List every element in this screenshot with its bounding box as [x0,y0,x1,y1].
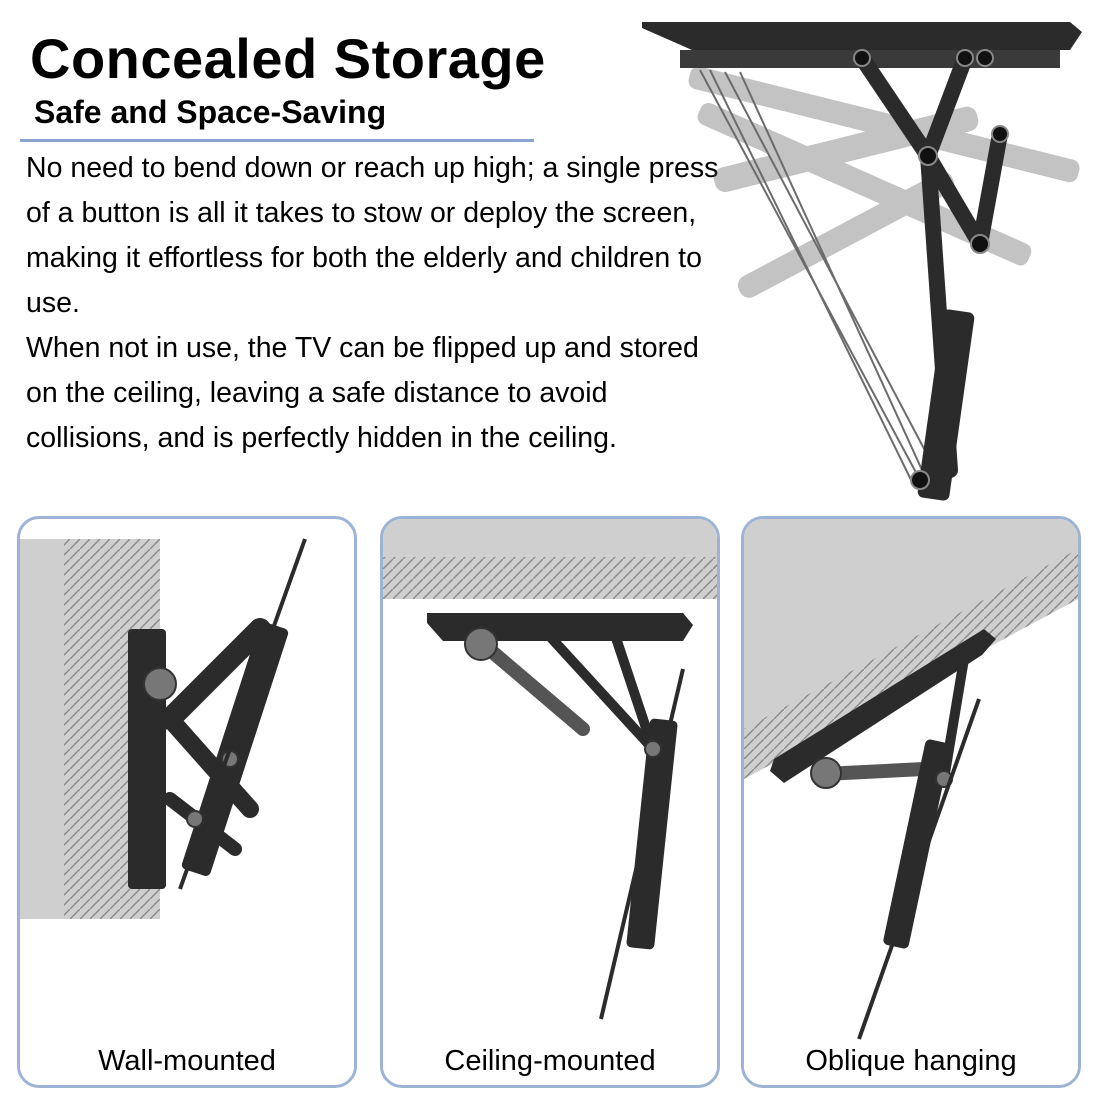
panel-caption: Wall-mounted [20,1041,354,1081]
description-text: No need to bend down or reach up high; a… [26,146,726,461]
page-title: Concealed Storage [30,27,546,90]
panel-caption: Ceiling-mounted [383,1041,717,1081]
wall-bracket [128,618,289,889]
ceiling-edge-hatching [383,557,717,599]
oblique-bracket-pivots [810,757,953,789]
ceiling-bracket-pivots [464,627,662,758]
oblique-hanging-image [744,519,1078,1040]
description-paragraph-1: No need to bend down or reach up high; a… [26,152,719,319]
oblique-tv-edge [857,698,981,1040]
panel-ceiling-mounted: Ceiling-mounted [380,516,720,1088]
panel-caption: Oblique hanging [744,1041,1078,1081]
oblique-edge-hatching [744,549,1078,779]
suspension-cables [699,69,931,489]
wall-tv-edge [178,538,307,890]
pivot-joints [853,49,1009,490]
description-paragraph-2: When not in use, the TV can be flipped u… [26,332,699,454]
wall-mounted-image [20,538,307,919]
ceiling-mount-hero-image [642,22,1082,501]
tv-bracket-rail [917,309,975,501]
panel-oblique-hanging: Oblique hanging [741,516,1081,1088]
ceiling-bracket [427,613,693,950]
ceiling-mounted-image [383,519,717,1020]
subtitle-underline [20,139,534,142]
panel-wall-mounted: Wall-mounted [17,516,357,1088]
ceiling-tv-edge [599,668,685,1020]
page-subtitle: Safe and Space-Saving [34,94,387,130]
